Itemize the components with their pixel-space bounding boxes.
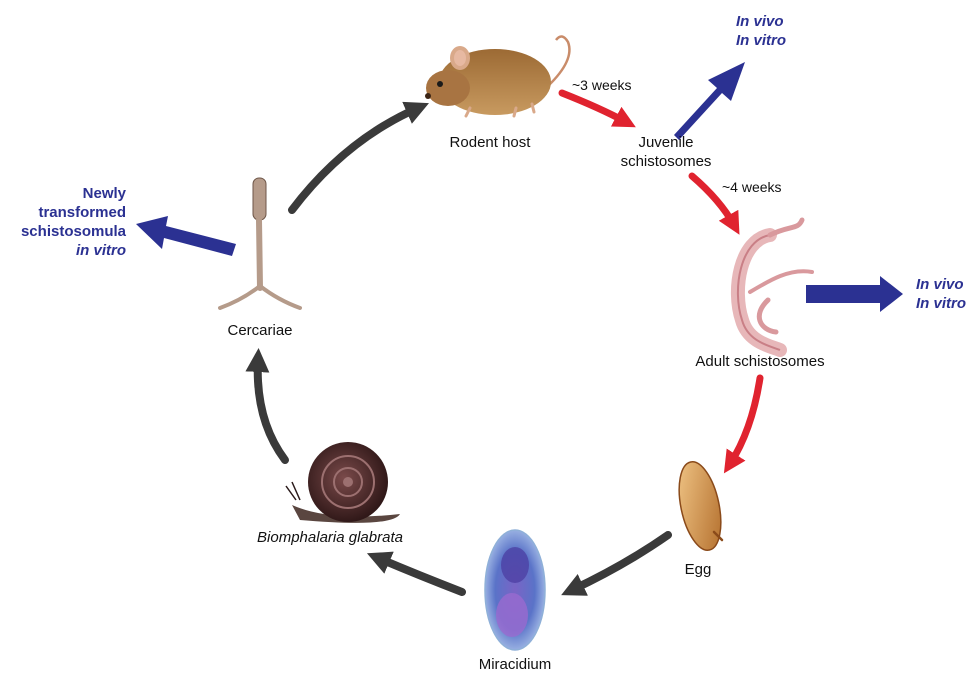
cercariae-output-line-4: in vitro <box>8 241 126 260</box>
rodent-host-label: Rodent host <box>430 133 550 152</box>
arrow-miracidium-to-snail <box>378 558 462 592</box>
adult-schistosomes-label: Adult schistosomes <box>680 352 840 371</box>
output-arrow-cercariae <box>136 216 236 256</box>
cercariae-output-line-3: schistosomula <box>8 222 126 241</box>
miracidium-illustration <box>485 530 545 650</box>
arrow-snail-to-cercariae <box>258 360 285 460</box>
juvenile-output-line-1: In vivo <box>736 12 816 31</box>
arrow-cercariae-to-rodent <box>292 108 418 210</box>
arrow-rodent-to-juvenile <box>562 93 626 122</box>
duration-3-weeks-label: ~3 weeks <box>572 76 652 95</box>
juvenile-output-label: In vivo In vitro <box>736 12 816 50</box>
snail-illustration <box>286 442 400 523</box>
egg-label: Egg <box>668 560 728 579</box>
arrow-egg-to-miracidium <box>572 535 668 590</box>
output-arrow-juvenile <box>674 62 745 140</box>
cercariae-label: Cercariae <box>210 321 310 340</box>
juvenile-line-1: Juvenile <box>606 133 726 152</box>
adult-output-line-1: In vivo <box>916 275 972 294</box>
juvenile-line-2: schistosomes <box>606 152 726 171</box>
adult-schistosome-illustration <box>738 220 812 350</box>
juvenile-schistosomes-label: Juvenile schistosomes <box>606 133 726 171</box>
adult-output-label: In vivo In vitro <box>916 275 972 313</box>
output-arrow-adult <box>806 276 903 312</box>
adult-output-line-2: In vitro <box>916 294 972 313</box>
cercariae-output-line-2: transformed <box>8 203 126 222</box>
rodent-illustration <box>425 36 569 116</box>
egg-illustration <box>672 458 728 554</box>
miracidium-label: Miracidium <box>460 655 570 674</box>
cercariae-output-label: Newly transformed schistosomula in vitro <box>8 184 126 260</box>
arrow-adult-to-egg <box>730 378 760 464</box>
cercariae-output-line-1: Newly <box>8 184 126 203</box>
snail-species-label: Biomphalaria glabrata <box>240 528 420 547</box>
juvenile-output-line-2: In vitro <box>736 31 816 50</box>
duration-4-weeks-label: ~4 weeks <box>722 178 802 197</box>
